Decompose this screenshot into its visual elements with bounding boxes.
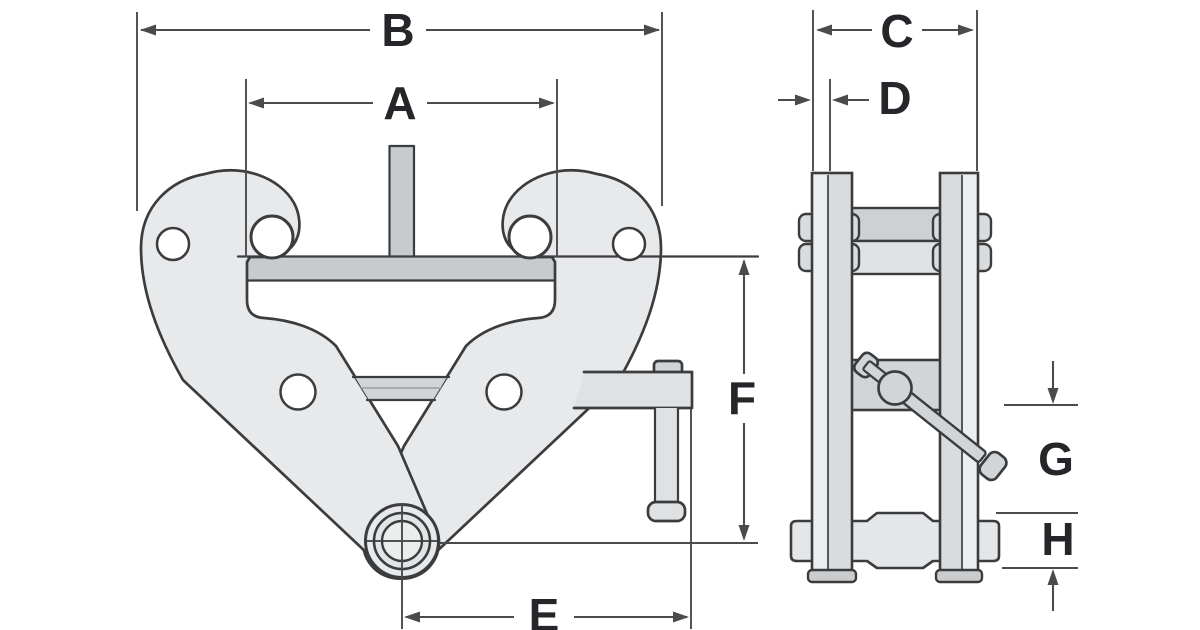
dim-c-arrow-right [958,24,974,36]
dim-label-g: G [1038,433,1074,485]
dim-a-arrow-left [248,97,264,109]
dim-label-e: E [529,589,560,630]
right-rocker-pin [507,214,553,260]
dim-label-f: F [728,372,756,424]
screw-bracket-bar-outline [572,370,694,410]
left-plate-foot [806,568,858,584]
dim-label-a: A [383,77,416,129]
side-view [789,171,1008,584]
beam-stem [389,146,414,259]
left-mid-hole [279,373,317,411]
dim-label-b: B [381,4,414,56]
right-jaw [361,169,663,580]
handle-end-cap [978,450,1008,482]
front-view [139,144,760,629]
right-plate-liner [941,174,962,577]
tommy-pin-cap [646,500,687,523]
dimension-annotations: B A C D F E [136,4,1078,630]
beam-flange [244,257,558,280]
dim-e-arrow-right [673,611,689,623]
dim-a-arrow-right [539,97,555,109]
dim-label-d: D [878,72,911,124]
dim-f-arrow-bottom [738,525,750,541]
dim-b-arrow-right [644,24,660,36]
right-plate-foot [934,568,984,584]
left-outer-hole [155,226,191,262]
dim-d-arrow-right [832,94,848,106]
dim-f-arrow-top [738,259,750,275]
handle-ball [877,370,913,406]
beam-stem-outline [388,144,416,260]
side-seat-band [849,239,943,276]
dim-e-arrow-left [404,611,420,623]
left-plate-liner [828,174,851,577]
dim-d-arrow-left [795,94,811,106]
tommy-pin-outline [653,406,680,508]
side-flange-band [849,206,943,243]
dim-b-arrow-left [140,24,156,36]
left-jaw [139,169,441,580]
left-rocker-pin [249,214,295,260]
tommy-pin [655,408,678,506]
dim-g-arrow [1047,388,1059,404]
dim-h-arrow [1047,569,1059,585]
dim-c-arrow-left [816,24,832,36]
right-outer-hole [611,226,647,262]
screw-bracket-bar-fill [574,372,692,408]
right-mid-hole [485,373,523,411]
dim-label-c: C [880,5,913,57]
dim-label-h: H [1041,513,1074,565]
